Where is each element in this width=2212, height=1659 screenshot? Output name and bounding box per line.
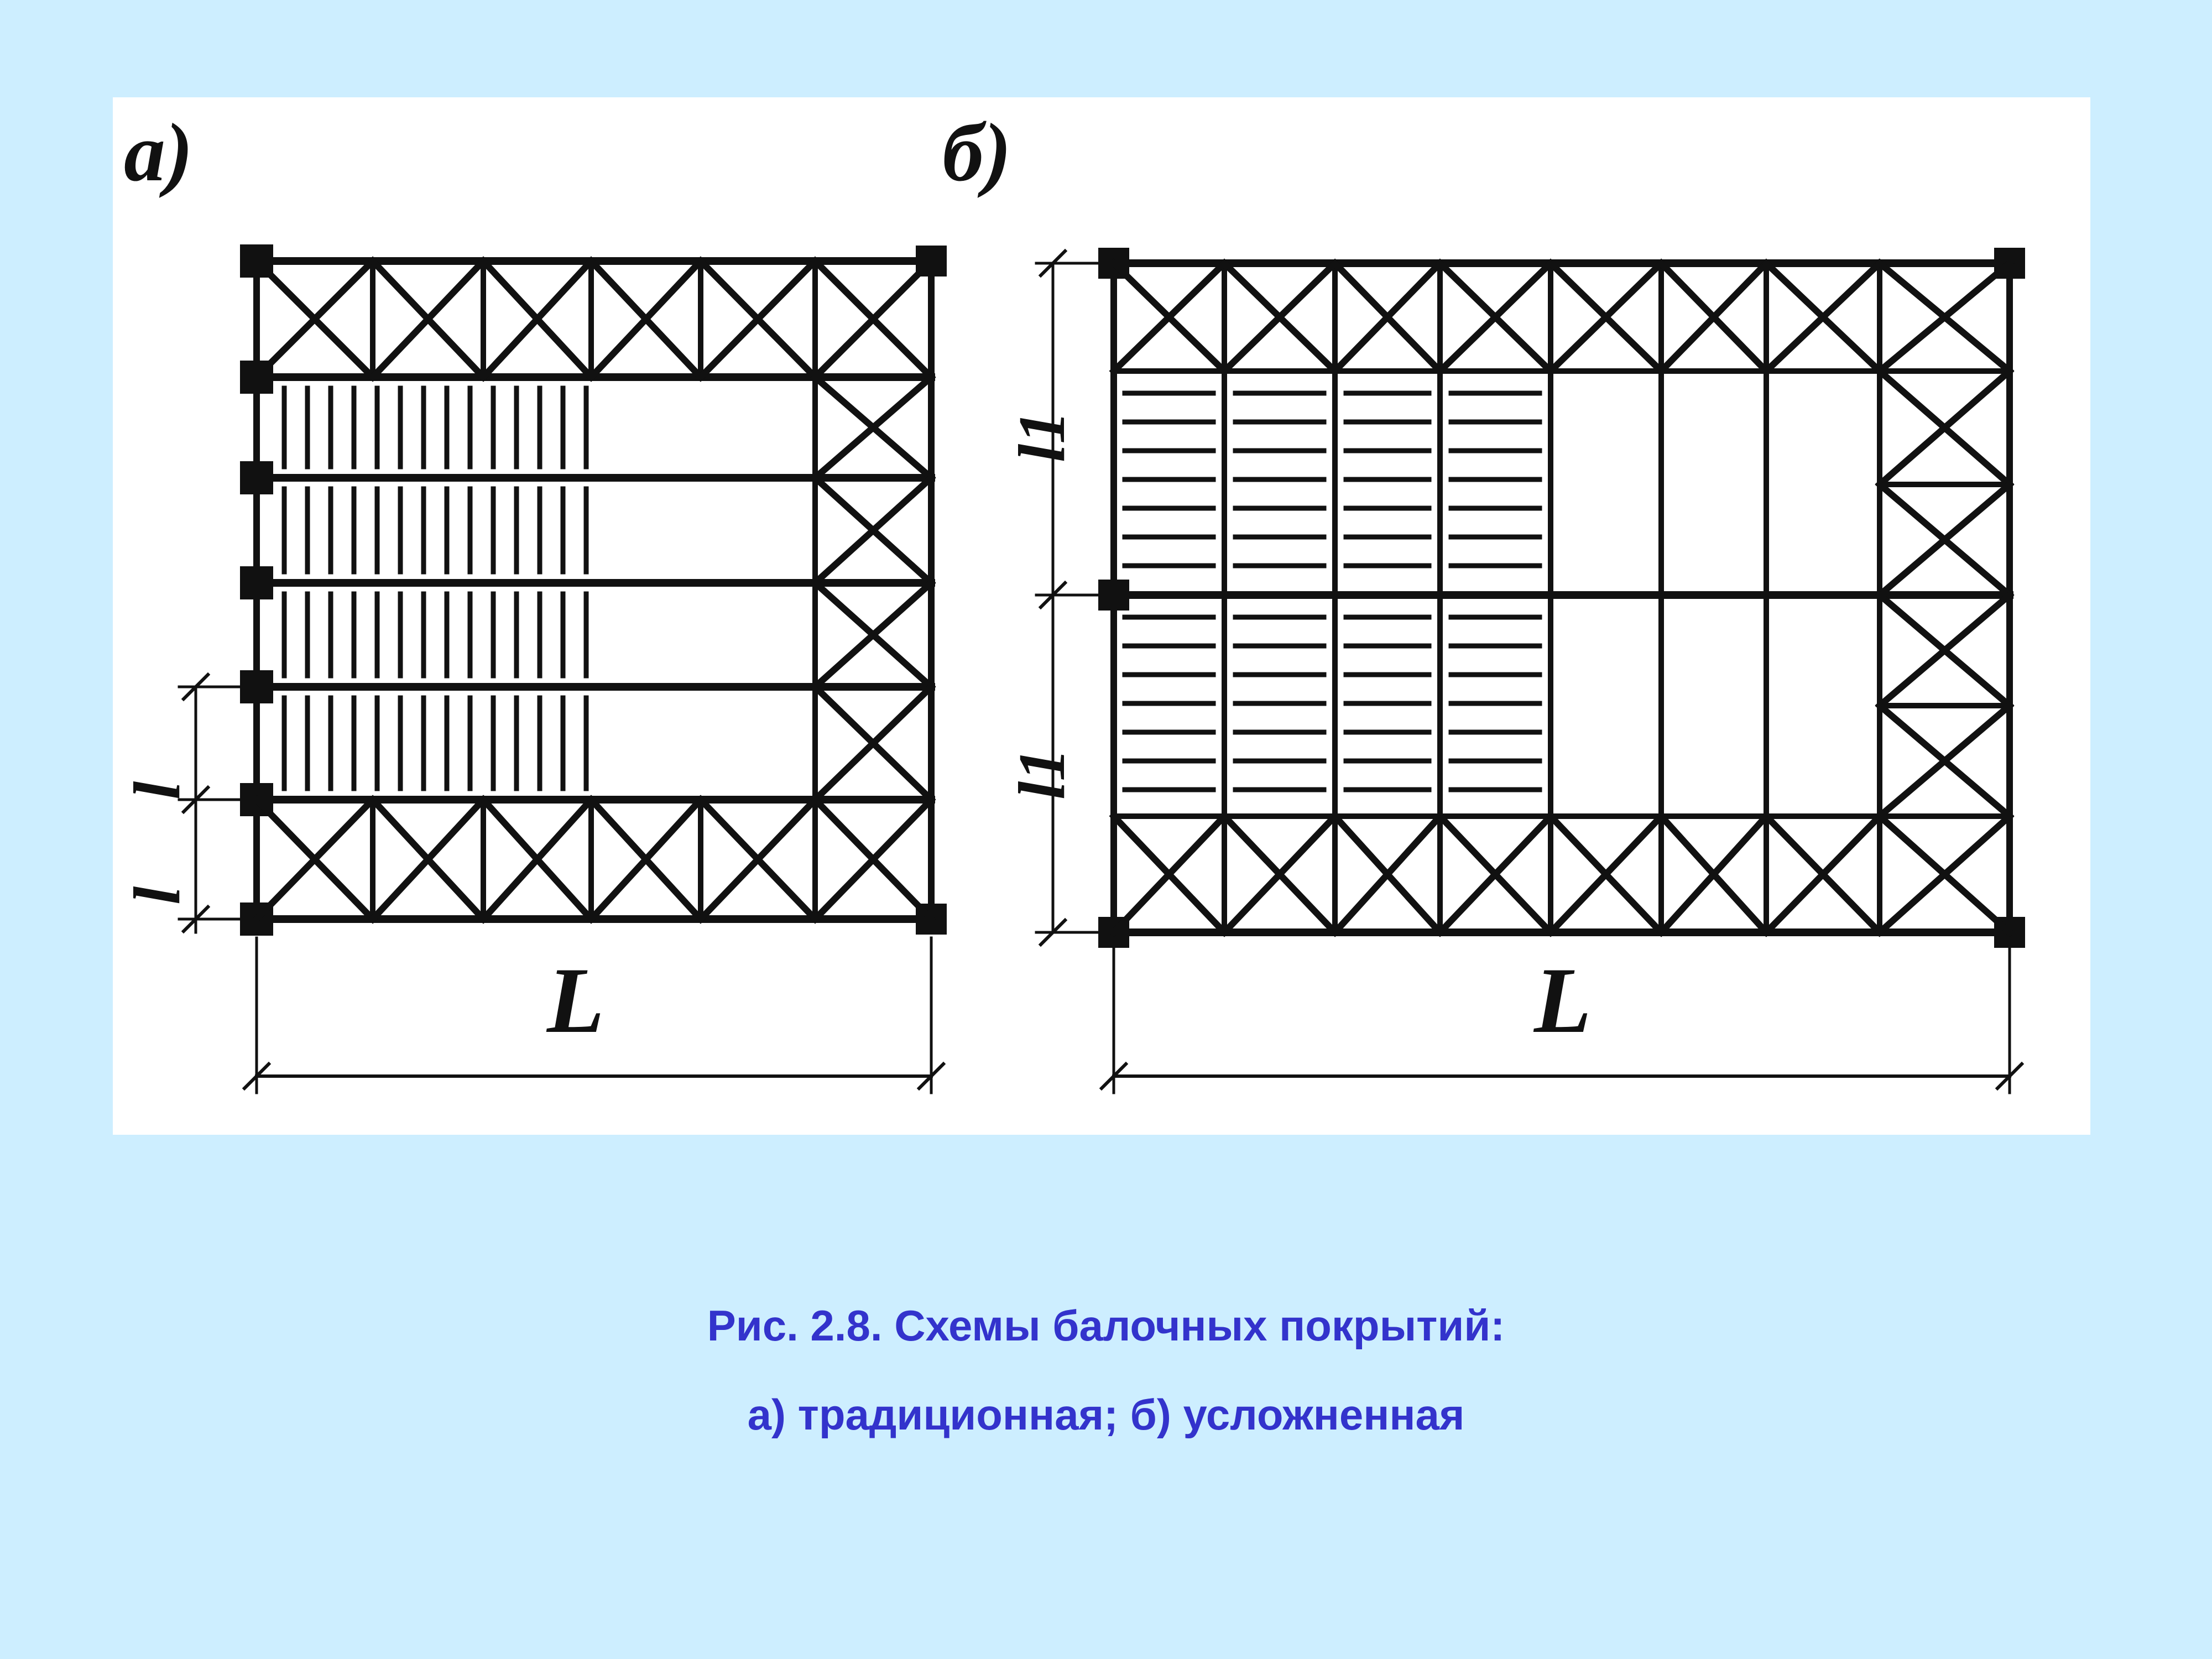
- bracing-diagonal: [1219, 811, 1340, 937]
- bracing-diagonal: [1875, 590, 2015, 711]
- bracing-diagonal: [1875, 366, 2015, 489]
- column-node: [240, 461, 273, 494]
- dimension-tick: [1995, 1061, 2025, 1091]
- diagram-b-bay-label-2: l1: [1005, 748, 1078, 800]
- diagram-a-label: а): [124, 107, 193, 199]
- bracing-diagonal: [1330, 811, 1445, 937]
- bracing-diagonal: [1219, 258, 1340, 376]
- dimension-tick: [916, 1061, 946, 1091]
- figure-panel: а) б) L L l l l1 l1: [113, 97, 2090, 1135]
- dimension-tick: [181, 672, 211, 702]
- bracing-diagonal: [1435, 811, 1556, 937]
- diagram-a-span-label: L: [546, 948, 604, 1052]
- bracing-diagonal: [810, 578, 936, 692]
- dimension-tick: [1099, 1061, 1129, 1091]
- bracing-diagonal: [1875, 811, 2015, 937]
- beam-roof-schemes-figure: а) б) L L l l l1 l1: [120, 107, 2025, 1094]
- figure-caption-title: Рис. 2.8. Схемы балочных покрытий:: [707, 1301, 1505, 1350]
- bracing-diagonal: [252, 795, 378, 924]
- diagram-b-span-label: L: [1533, 948, 1592, 1052]
- bracing-diagonal: [696, 795, 820, 924]
- bracing-diagonal: [810, 372, 936, 483]
- bracing-diagonal: [810, 682, 936, 805]
- bracing-diagonal: [586, 795, 706, 924]
- bracing-diagonal: [810, 795, 936, 924]
- figure-caption-subtitle: а) традиционная; б) усложненная: [747, 1390, 1465, 1439]
- bracing-diagonal: [1109, 258, 1229, 376]
- dimension-tick: [181, 785, 211, 815]
- bracing-diagonal: [810, 256, 936, 382]
- bracing-diagonal: [1656, 811, 1771, 937]
- bracing-diagonal: [1656, 258, 1771, 376]
- bracing-diagonal: [478, 795, 596, 924]
- diagram-a-bay-label-1: l: [120, 781, 194, 800]
- bracing-diagonal: [810, 473, 936, 588]
- bracing-diagonal: [1109, 811, 1229, 937]
- column-node: [240, 566, 273, 599]
- bracing-diagonal: [1330, 258, 1445, 376]
- bracing-diagonal: [368, 256, 488, 382]
- diagram-b-label: б): [942, 107, 1011, 199]
- bracing-diagonal: [1761, 258, 1885, 376]
- dimension-tick: [1038, 917, 1068, 947]
- bracing-diagonal: [1875, 258, 2015, 376]
- dimension-tick: [181, 904, 211, 934]
- bracing-diagonal: [252, 256, 378, 382]
- bracing-diagonal: [586, 256, 706, 382]
- bracing-diagonal: [1546, 258, 1666, 376]
- bracing-diagonal: [1435, 258, 1556, 376]
- bracing-diagonal: [1546, 811, 1666, 937]
- diagram-a-bay-label-2: l: [120, 886, 194, 905]
- bracing-diagonal: [478, 256, 596, 382]
- dimension-tick: [1038, 580, 1068, 610]
- bracing-diagonal: [696, 256, 820, 382]
- structural-lines: [178, 244, 2025, 1094]
- bracing-diagonal: [368, 795, 488, 924]
- dimension-tick: [242, 1061, 272, 1091]
- bracing-diagonal: [1875, 479, 2015, 600]
- dimension-tick: [1038, 248, 1068, 278]
- diagram-b-bay-label-1: l1: [1005, 411, 1078, 462]
- bracing-diagonal: [1761, 811, 1885, 937]
- bracing-diagonal: [1875, 701, 2015, 821]
